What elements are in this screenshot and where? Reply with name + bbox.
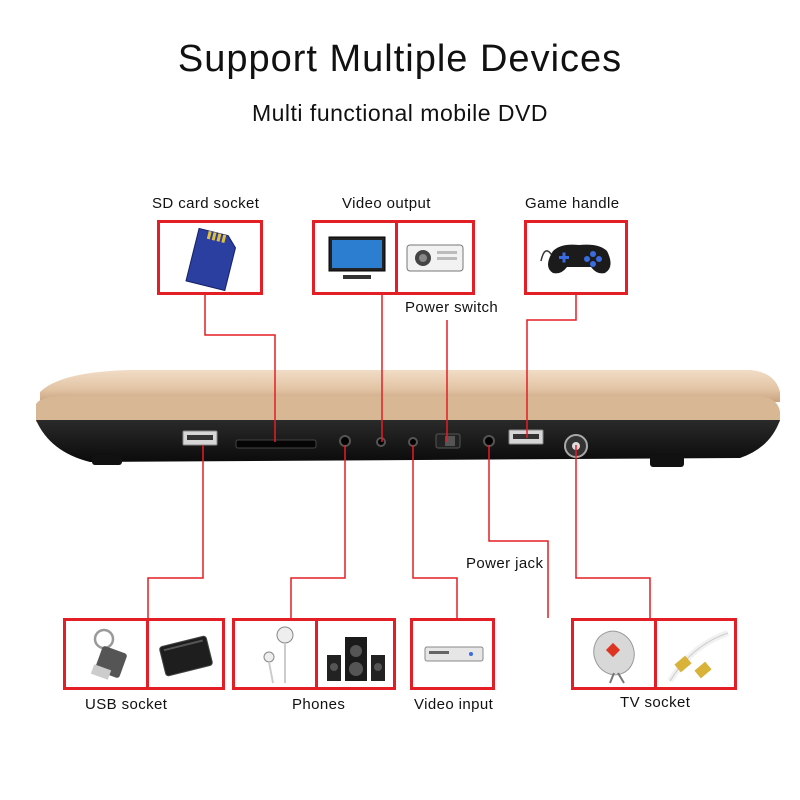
usb-socket-box: [63, 618, 225, 690]
speakers-icon: [327, 637, 385, 681]
monitor-icon: [328, 236, 386, 279]
power-jack: [483, 435, 495, 447]
usb-drive-icon: [90, 628, 127, 680]
video-output-jack: [376, 437, 386, 447]
video-input-box: [410, 618, 495, 690]
gamepad-icon: [540, 244, 611, 274]
label-video-input: Video input: [414, 696, 494, 713]
label-game-handle: Game handle: [525, 195, 620, 212]
phones-jack: [339, 435, 351, 447]
coax-cable-icon: [667, 630, 729, 683]
sd-card-box: [157, 220, 263, 295]
label-video-output: Video output: [342, 195, 431, 212]
device-lid-top: [40, 370, 780, 402]
device-body: [36, 420, 780, 462]
video-output-box: [312, 220, 475, 295]
projector-icon: [406, 244, 464, 272]
label-power-jack: Power jack: [466, 555, 544, 572]
label-sd-card-socket: SD card socket: [152, 195, 260, 212]
earphones-icon: [263, 626, 294, 684]
connector-lines: [147, 295, 651, 618]
sd-card-icon: [185, 227, 236, 292]
dvd-box-icon: [424, 646, 484, 662]
page-title: Support Multiple Devices: [177, 38, 623, 80]
hard-drive-icon: [159, 635, 213, 677]
sd-card-slot: [235, 439, 317, 449]
video-input-jack: [408, 437, 418, 447]
phones-box: [232, 618, 396, 690]
label-usb-socket: USB socket: [85, 696, 168, 713]
label-phones: Phones: [292, 696, 346, 713]
tv-socket-box: [571, 618, 737, 690]
label-tv-socket: TV socket: [620, 694, 691, 711]
game-handle-box: [524, 220, 628, 295]
device-foot-right: [650, 455, 684, 467]
device-foot-left: [92, 455, 122, 465]
device-lid-bottom: [36, 396, 780, 422]
label-power-switch: Power switch: [405, 299, 499, 316]
page-subtitle: Multi functional mobile DVD: [251, 100, 548, 126]
satellite-dish-icon: [593, 630, 635, 684]
